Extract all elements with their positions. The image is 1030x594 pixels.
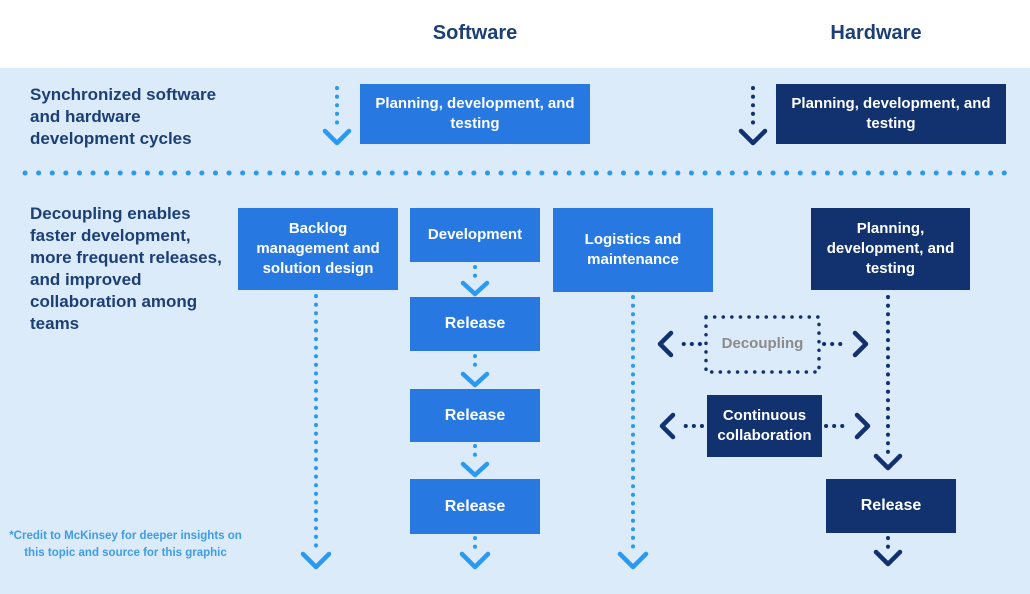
development-box: Development xyxy=(410,208,540,262)
software-column-header: Software xyxy=(432,22,518,44)
hardware-planning-box: Planning, development, and testing xyxy=(811,208,970,290)
logistics-maintenance-box: Logistics and maintenance xyxy=(553,208,713,292)
decoupling-callout-box: Decoupling xyxy=(721,335,804,353)
release-box-3: Release xyxy=(410,479,540,534)
hardware-sync-planning-box: Planning, development, and testing xyxy=(776,84,1006,144)
synchronized-cycles-label: Synchronized software and hardware devel… xyxy=(30,85,217,149)
hardware-release-box: Release xyxy=(826,479,956,533)
continuous-collaboration-box: Continuous collaboration xyxy=(707,395,822,457)
release-box-1: Release xyxy=(410,297,540,351)
software-sync-planning-box: Planning, development, and testing xyxy=(360,84,590,144)
backlog-management-box: Backlog management and solution design xyxy=(238,208,398,290)
decoupling-benefits-label: Decoupling enables faster development, m… xyxy=(30,204,222,334)
release-box-2: Release xyxy=(410,389,540,442)
credit-footnote: *Credit to McKinsey for deeper insights … xyxy=(9,530,242,560)
hardware-column-header: Hardware xyxy=(830,22,922,44)
